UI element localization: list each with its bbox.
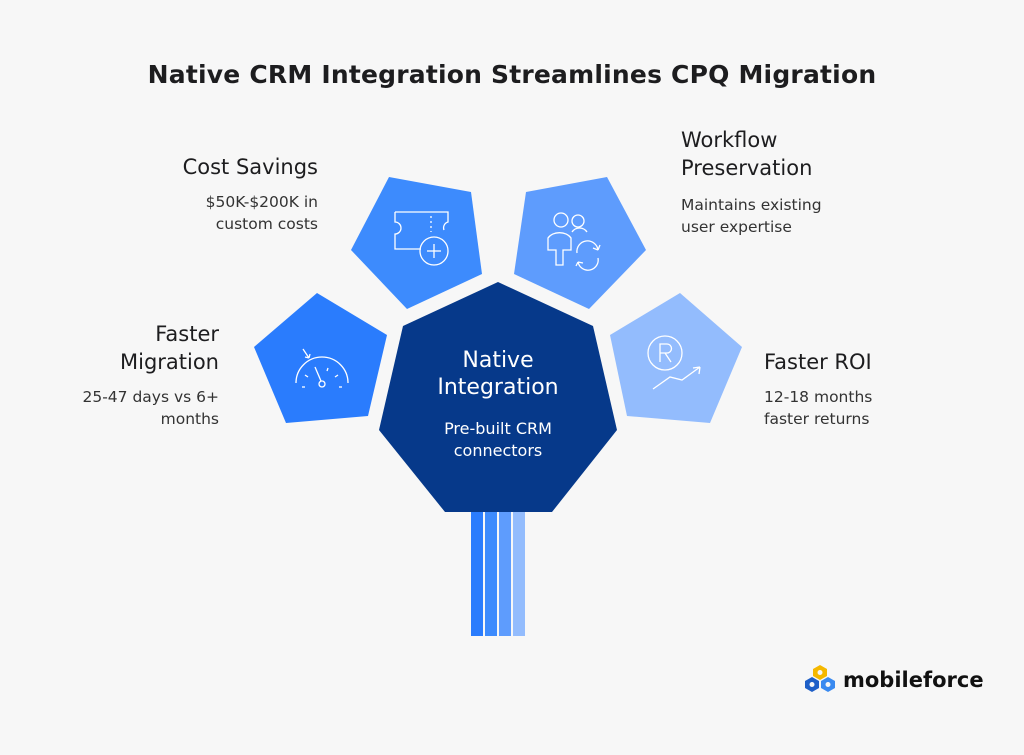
speedometer-icon: [295, 348, 349, 388]
stem-bar: [485, 512, 497, 636]
stem-bar: [513, 512, 525, 636]
stem-bar: [499, 512, 511, 636]
pentagon-faster-migration: [254, 293, 387, 423]
benefit-desc-cost-savings: $50K-$200K in custom costs: [205, 193, 318, 233]
benefit-desc-workflow-preservation: Maintains existing user expertise: [681, 196, 822, 236]
users-sync-icon: [547, 212, 601, 271]
pentagon-workflow-preservation: [514, 177, 646, 309]
center-subtitle: Pre-built CRM connectors: [444, 419, 552, 460]
stem-bars: [471, 512, 525, 636]
ticket-plus-icon: [394, 211, 449, 266]
heptagon-native-integration: [379, 282, 617, 512]
pentagon-faster-roi: [610, 293, 742, 423]
center-title: Native Integration: [437, 348, 559, 400]
benefit-title-workflow-preservation: Workflow Preservation: [681, 128, 813, 180]
return-growth-icon: [647, 335, 701, 390]
benefit-title-faster-migration: Faster Migration: [119, 322, 219, 374]
benefit-desc-faster-migration: 25-47 days vs 6+ months: [82, 388, 219, 428]
benefit-title-faster-roi: Faster ROI: [764, 350, 872, 374]
mobileforce-logo: mobileforce: [803, 664, 984, 696]
pentagon-cost-savings: [351, 177, 482, 309]
page-title: Native CRM Integration Streamlines CPQ M…: [147, 60, 877, 89]
benefit-title-cost-savings: Cost Savings: [182, 155, 318, 179]
stem-bar: [471, 512, 483, 636]
logo-text: mobileforce: [843, 668, 984, 692]
benefit-desc-faster-roi: 12-18 months faster returns: [764, 388, 873, 428]
logo-hexagons-icon: [805, 665, 835, 692]
